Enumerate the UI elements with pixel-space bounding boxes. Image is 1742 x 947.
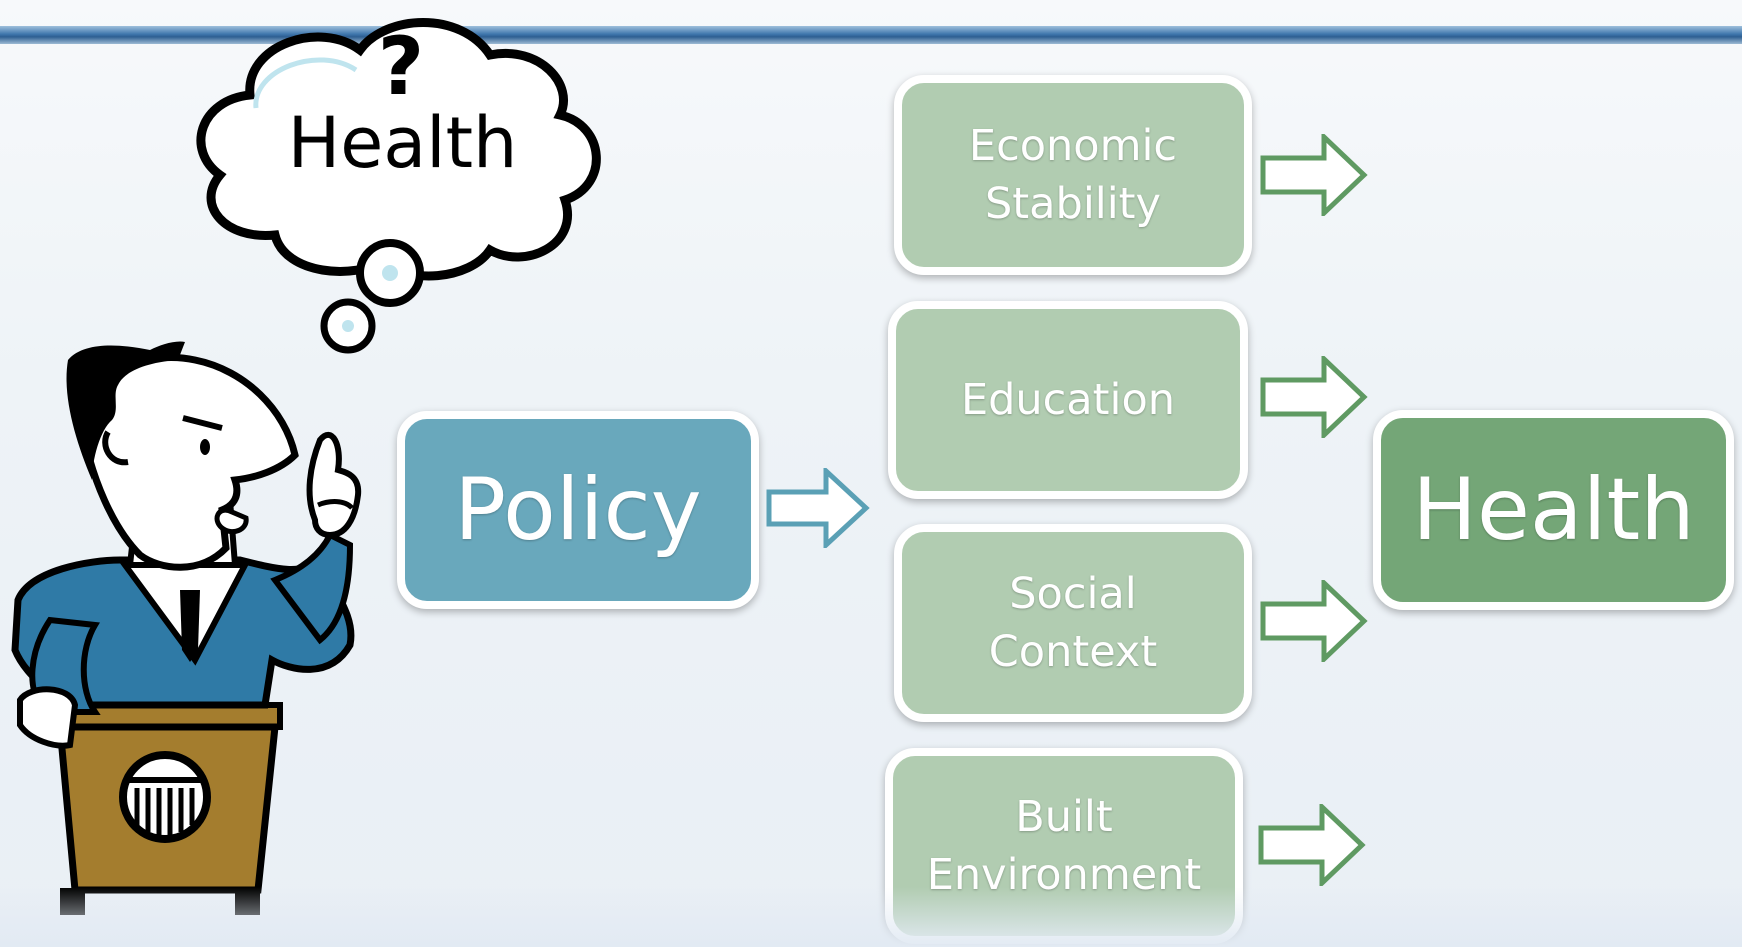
determinant-arrow [1260, 134, 1368, 216]
podium [52, 702, 283, 915]
determinant-label: Economic Stability [968, 121, 1178, 229]
thought-question-mark: ? [377, 20, 425, 113]
health-outcome-box: Health [1373, 410, 1734, 610]
determinant-arrow [1260, 356, 1368, 438]
bottom-fade [0, 887, 1742, 947]
determinant-box-social-context: Social Context [894, 524, 1252, 722]
thought-health-text: Health [287, 102, 518, 184]
speaker-figure [11, 341, 362, 749]
determinant-arrow [1260, 580, 1368, 662]
health-outcome-label: Health [1412, 460, 1695, 560]
determinant-box-economic-stability: Economic Stability [894, 75, 1252, 275]
policy-arrow [766, 468, 870, 548]
determinant-box-education: Education [888, 301, 1248, 499]
determinant-label: Education [960, 375, 1176, 425]
determinant-label: Social Context [988, 569, 1158, 677]
thought-bubble [196, 18, 601, 354]
policy-label: Policy [454, 460, 702, 560]
determinant-arrow [1258, 804, 1366, 886]
policy-box: Policy [397, 411, 759, 609]
